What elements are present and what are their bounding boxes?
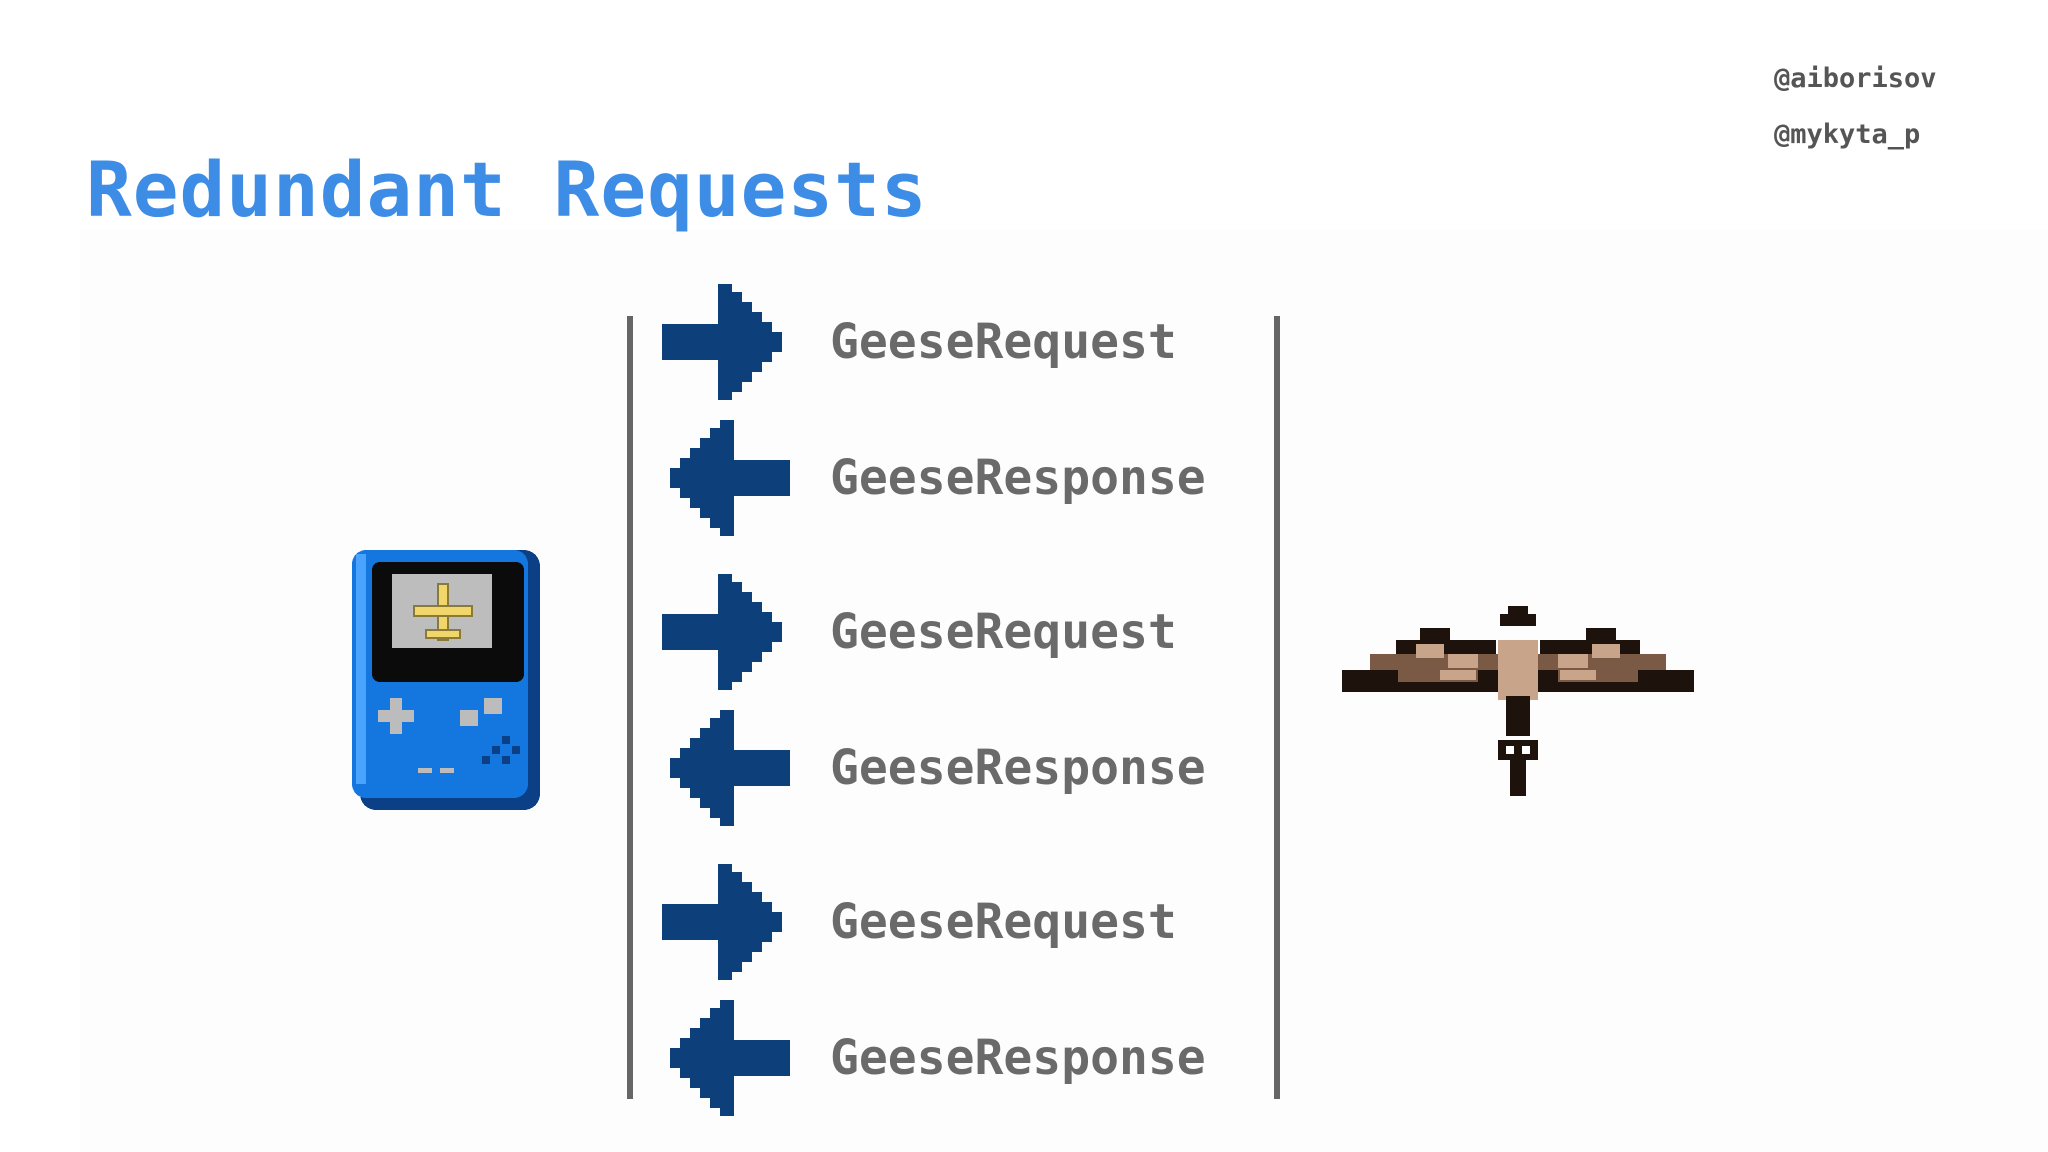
goose-icon xyxy=(1340,600,1696,806)
author-handles: @aiborisov @mykyta_p xyxy=(1774,56,2034,168)
message-row: GeeseResponse xyxy=(662,710,1302,826)
message-row: GeeseResponse xyxy=(662,1000,1302,1116)
arrow-right-icon xyxy=(662,864,782,980)
message-label: GeeseRequest xyxy=(830,894,1177,950)
message-label: GeeseResponse xyxy=(830,1030,1206,1086)
arrow-left-icon xyxy=(670,1000,790,1116)
arrow-left-icon xyxy=(670,710,790,826)
server-lifeline xyxy=(1274,316,1280,1099)
handheld-game-console-icon xyxy=(352,550,542,814)
client-lifeline xyxy=(627,316,633,1099)
slide-title: Redundant Requests xyxy=(86,145,928,234)
author-handle-2: @mykyta_p xyxy=(1774,119,1921,150)
message-label: GeeseResponse xyxy=(830,450,1206,506)
arrow-right-icon xyxy=(662,284,782,400)
message-label: GeeseRequest xyxy=(830,604,1177,660)
message-label: GeeseResponse xyxy=(830,740,1206,796)
message-row: GeeseRequest xyxy=(662,864,1302,980)
arrow-left-icon xyxy=(670,420,790,536)
message-label: GeeseRequest xyxy=(830,314,1177,370)
message-row: GeeseResponse xyxy=(662,420,1302,536)
arrow-right-icon xyxy=(662,574,782,690)
message-row: GeeseRequest xyxy=(662,574,1302,690)
author-handle-1: @aiborisov xyxy=(1774,63,1937,94)
message-row: GeeseRequest xyxy=(662,284,1302,400)
